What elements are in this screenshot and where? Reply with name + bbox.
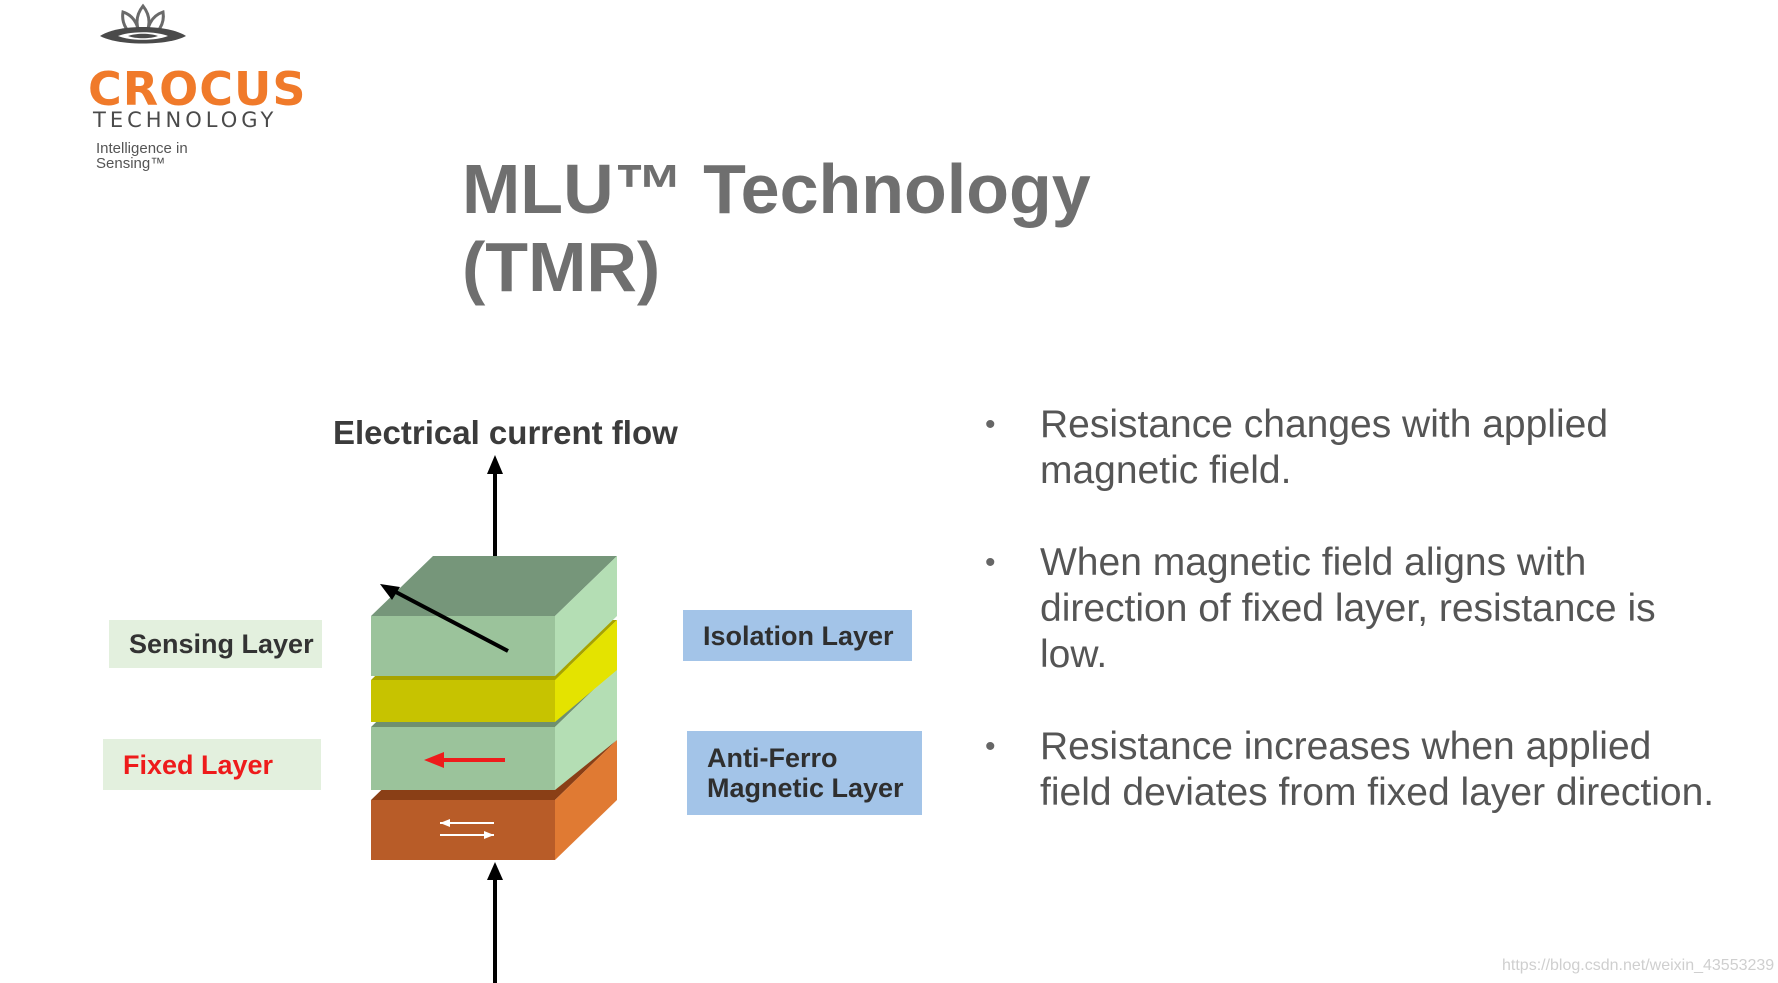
- bullet-item: • Resistance increases when applied fiel…: [985, 724, 1745, 816]
- sensing-layer-block: [371, 556, 617, 676]
- bullet-line: field deviates from fixed layer directio…: [1040, 771, 1715, 814]
- slide-title: MLU™ Technology (TMR): [462, 150, 1091, 306]
- bullet-line: Resistance changes with applied: [1040, 403, 1609, 446]
- logo-subtitle: TECHNOLOGY: [93, 108, 278, 132]
- bullet-dot-icon: •: [985, 546, 996, 579]
- sensing-direction-arrow-icon: [380, 584, 400, 600]
- isolation-layer-label: Isolation Layer: [683, 610, 912, 661]
- bullet-dot-icon: •: [985, 408, 996, 441]
- bullet-dot-icon: •: [985, 730, 996, 763]
- slide-title-line2: (TMR): [462, 228, 661, 306]
- slide-title-line1: MLU™ Technology: [462, 150, 1091, 228]
- lotus-flower-icon: [100, 3, 186, 44]
- current-flow-label: Electrical current flow: [333, 414, 678, 451]
- logo-tagline: Intelligence in Sensing™: [96, 140, 188, 172]
- bullet-line: magnetic field.: [1040, 449, 1292, 492]
- afm-layer-label-line1: Anti-Ferro: [707, 743, 838, 773]
- logo-brand-text: CROCUS: [88, 62, 307, 116]
- company-logo: CROCUS TECHNOLOGY Intelligence in Sensin…: [40, 0, 306, 171]
- bullet-line: Resistance increases when applied: [1040, 725, 1652, 768]
- bullet-list: • Resistance changes with applied magnet…: [985, 402, 1745, 862]
- fixed-direction-arrow-icon: [424, 752, 444, 768]
- bullet-line: low.: [1040, 633, 1108, 676]
- afm-layer-label-line2: Magnetic Layer: [707, 773, 904, 803]
- bullet-item: • Resistance changes with applied magnet…: [985, 402, 1745, 494]
- bullet-item: • When magnetic field aligns with direct…: [985, 540, 1745, 678]
- bullet-line: When magnetic field aligns with: [1040, 541, 1587, 584]
- fixed-layer-label: Fixed Layer: [103, 739, 321, 790]
- current-in-arrow: [487, 862, 503, 983]
- watermark-text: https://blog.csdn.net/weixin_43553239: [1502, 957, 1775, 974]
- afm-layer-label: Anti-Ferro Magnetic Layer: [687, 731, 922, 815]
- sensing-layer-label: Sensing Layer: [109, 620, 322, 668]
- bullet-line: direction of fixed layer, resistance is: [1040, 587, 1656, 630]
